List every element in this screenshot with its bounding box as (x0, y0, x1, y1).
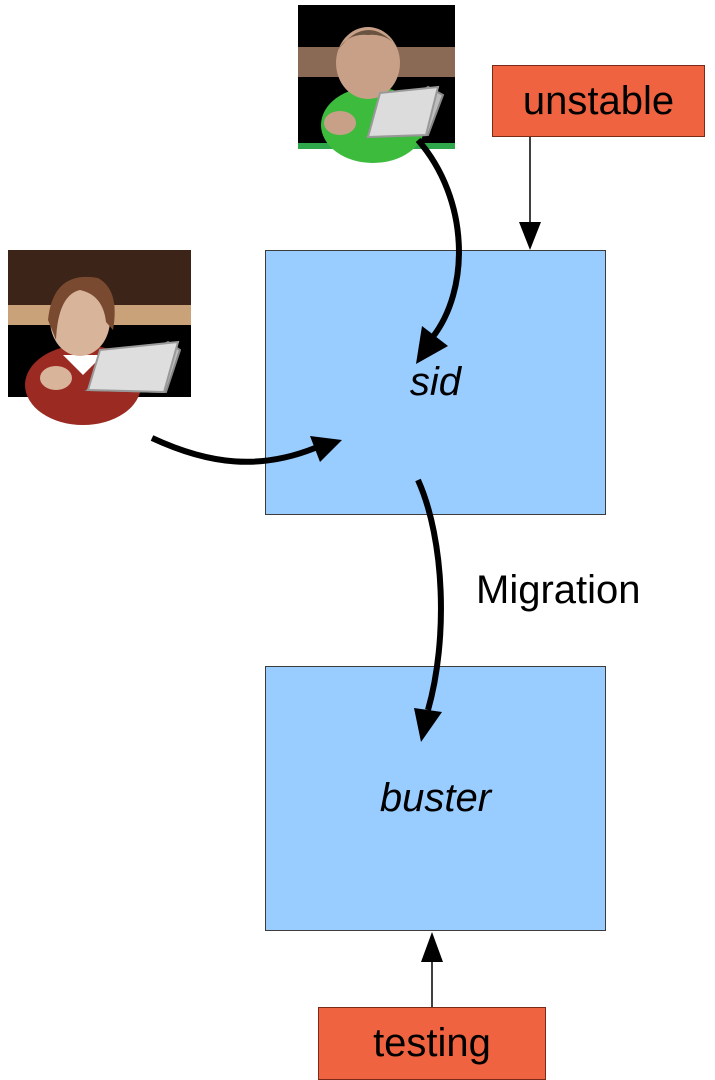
sid-node: sid (265, 250, 606, 515)
male-user-to-sid-arrow (415, 138, 462, 364)
user-male-laptop-icon (298, 5, 455, 175)
buster-node-label: buster (379, 776, 492, 820)
testing-tag-label: testing (373, 1021, 491, 1065)
migration-arrow (414, 478, 444, 742)
sid-node-label: sid (409, 360, 462, 404)
user-female-laptop-icon (8, 250, 191, 433)
migration-edge-label: Migration (476, 568, 641, 612)
unstable-tag: unstable (492, 65, 705, 137)
buster-node: buster (265, 666, 606, 931)
testing-tag: testing (318, 1007, 546, 1080)
female-user-to-sid-arrow (150, 435, 342, 465)
unstable-tag-label: unstable (522, 78, 675, 123)
unstable-to-sid-arrow (519, 137, 541, 250)
testing-to-buster-arrow (421, 932, 443, 1007)
